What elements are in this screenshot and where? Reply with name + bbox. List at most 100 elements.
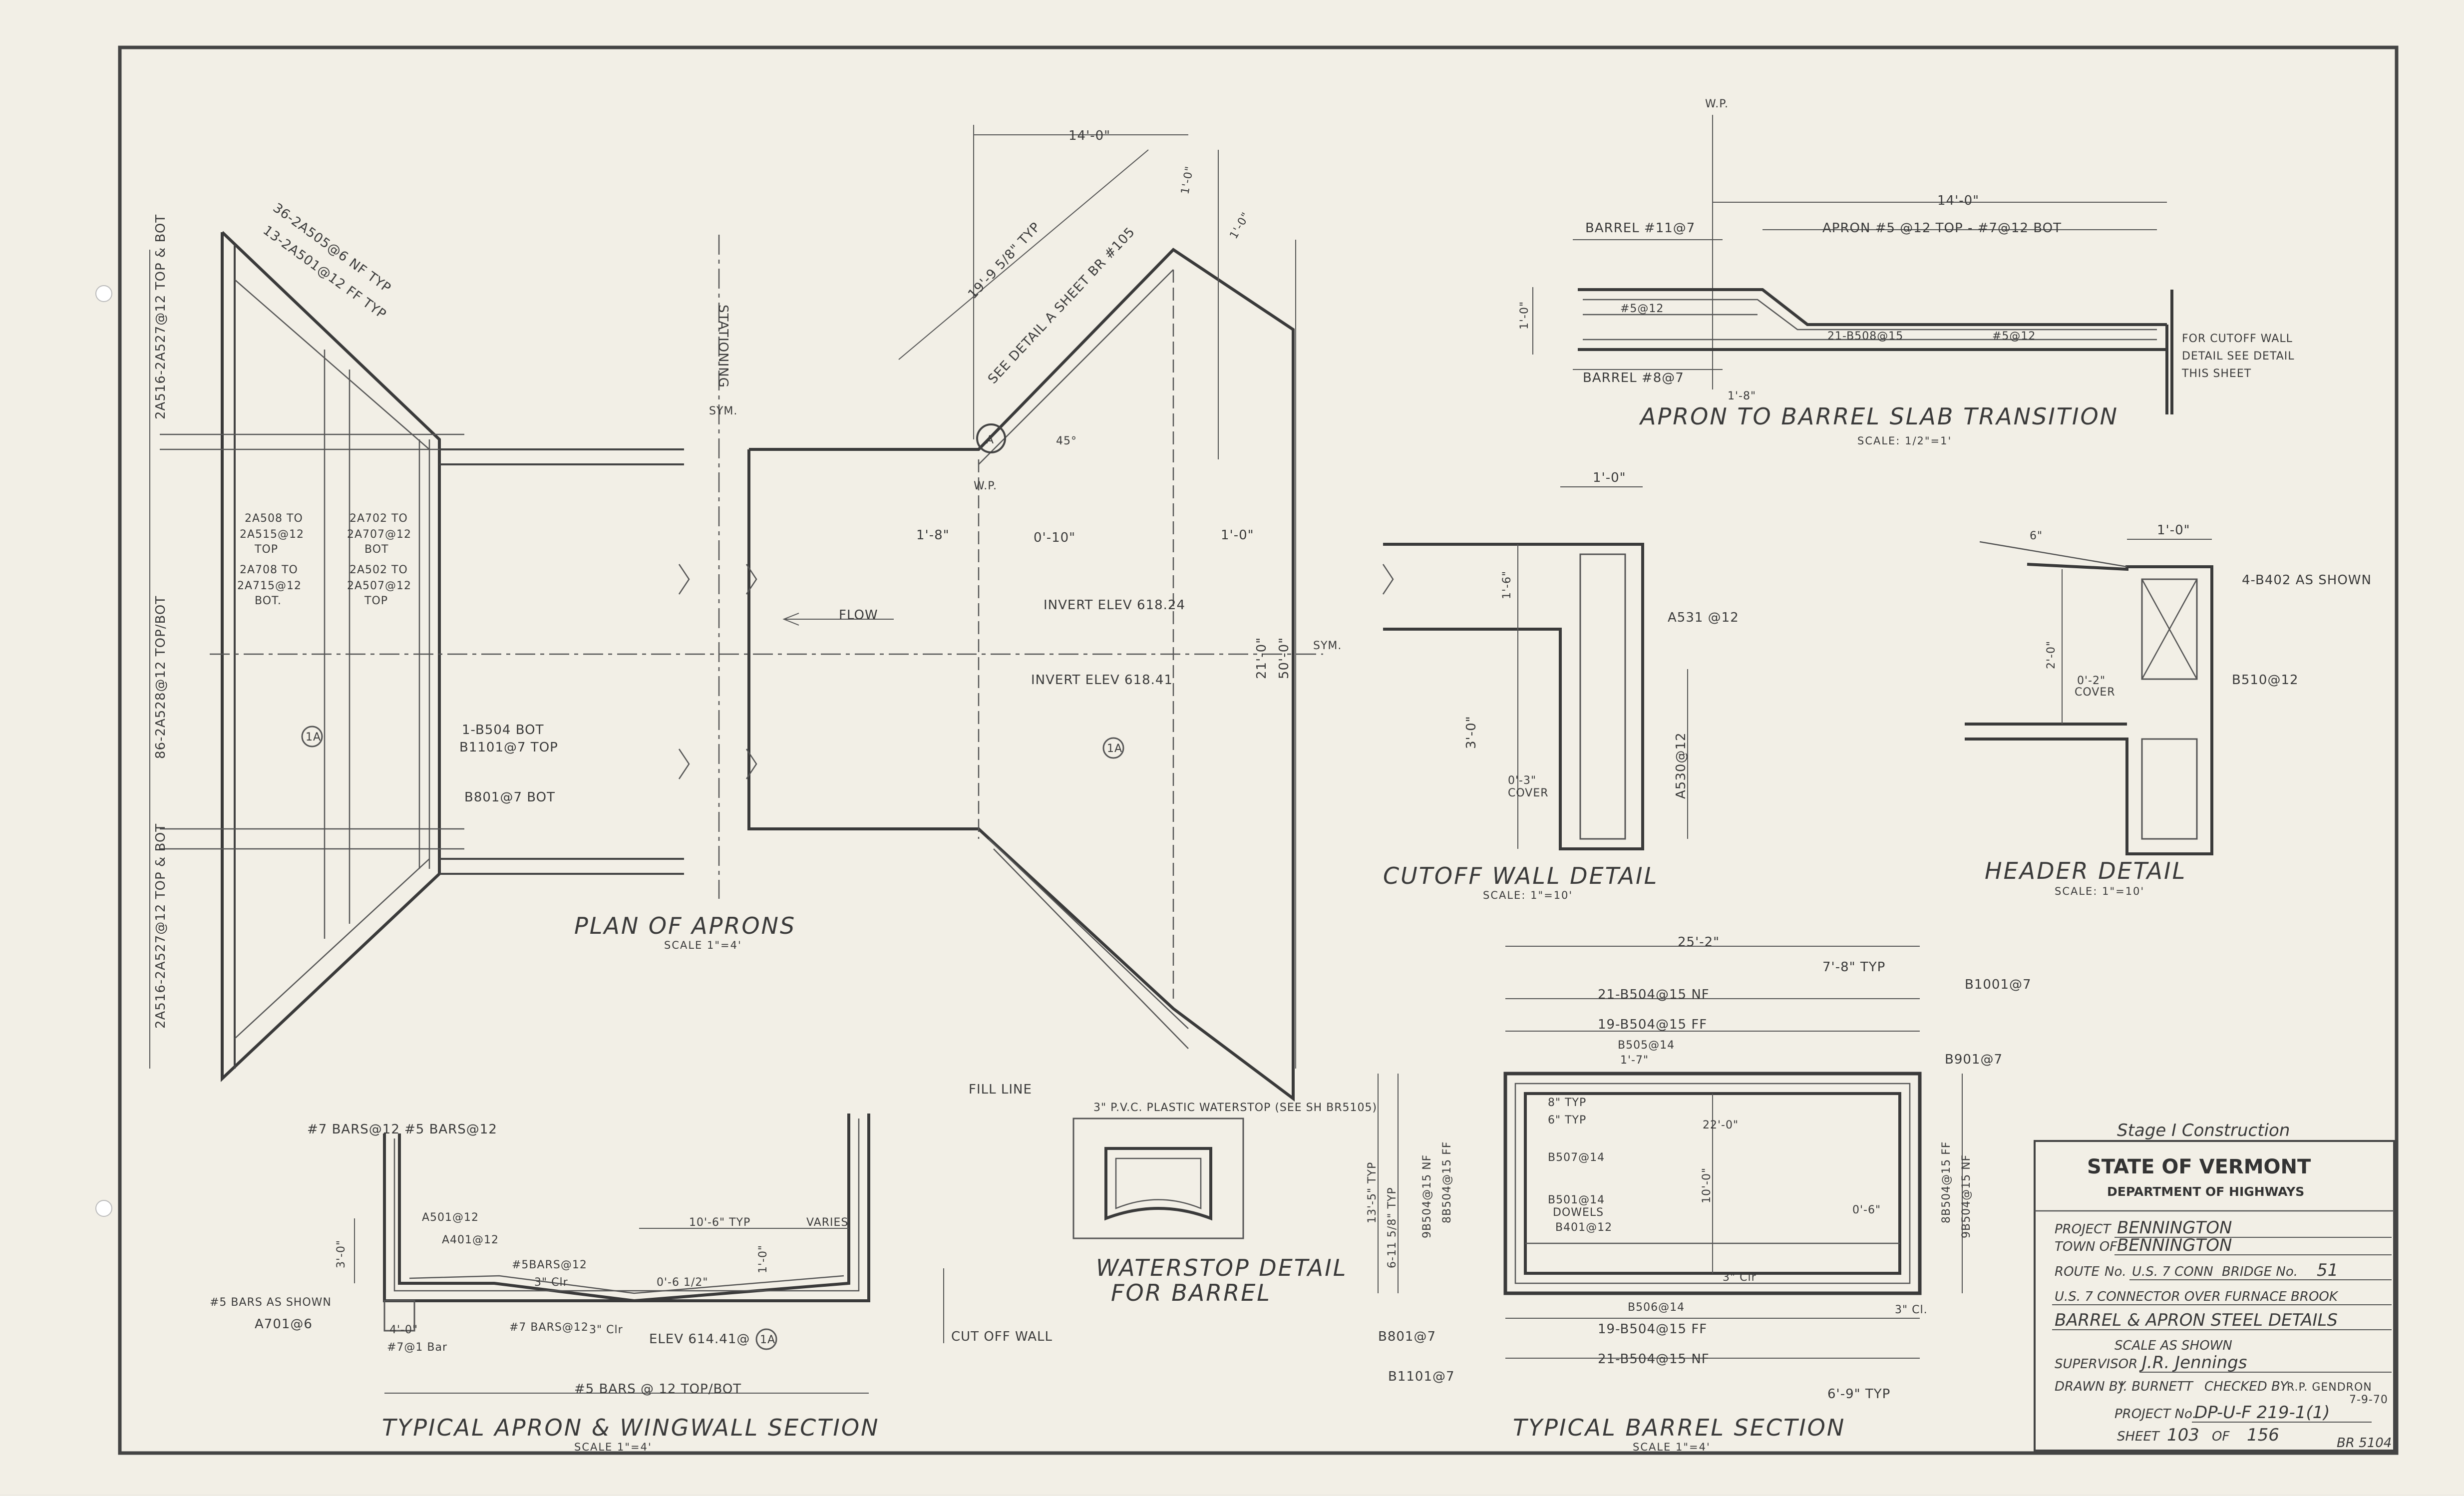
- barrel-dim-6-9: 6'-9" TYP: [1827, 1387, 1890, 1402]
- header-scale: SCALE: 1"=10': [2055, 885, 2144, 897]
- transition-apron-top: APRON #5 @12 TOP - #7@12 BOT: [1822, 221, 2062, 236]
- tb-supervisor-value: J.R. Jennings: [2139, 1353, 2247, 1373]
- plan-r3b: 2A715@12: [237, 580, 302, 592]
- plan-angle: 45°: [1056, 435, 1077, 447]
- plan-of-aprons: [149, 125, 1323, 1102]
- barrel-clr-small: 3" Cl.: [1895, 1304, 1928, 1316]
- plan-invert1: INVERT ELEV 618.24: [1044, 598, 1185, 613]
- tb-sheet-value: 103: [2167, 1425, 2199, 1445]
- apron-sec-mark-1a: 1A: [760, 1334, 775, 1346]
- plan-dim-1-0a: 1'-0": [1179, 165, 1196, 195]
- apron-sec-b7: #7 BARS@12: [307, 1122, 400, 1137]
- barrel-title: TYPICAL BARREL SECTION: [1513, 1414, 1845, 1441]
- cutoff-dim-1-0: 1'-0": [1593, 470, 1626, 485]
- transition-title: APRON TO BARREL SLAB TRANSITION: [1639, 403, 2118, 430]
- tb-drawn-value: J. BURNETT: [2117, 1379, 2194, 1394]
- header-dim-6: 6": [2030, 530, 2043, 542]
- transition-b508: 21-B508@15: [1827, 330, 1903, 343]
- waterstop-title-1: WATERSTOP DETAIL: [1096, 1254, 1347, 1281]
- header-b510: B510@12: [2232, 673, 2299, 688]
- plan-dim-14: 14'-0": [1068, 128, 1110, 143]
- plan-dim-0-10: 0'-10": [1034, 530, 1075, 545]
- barrel-b504nf-bot: 21-B504@15 NF: [1598, 1352, 1710, 1367]
- tb-project-value: BENNINGTON: [2117, 1218, 2232, 1238]
- transition-scale: SCALE: 1/2"=1': [1857, 435, 1952, 447]
- tb-drawing-title: BARREL & APRON STEEL DETAILS: [2055, 1310, 2338, 1330]
- cutoff-title: CUTOFF WALL DETAIL: [1383, 862, 1658, 889]
- apron-sec-a701-6: #7@1 Bar: [387, 1341, 447, 1354]
- barrel-left-v2: 6-11 5/8" TYP: [1386, 1187, 1399, 1268]
- tb-supervisor-label: SUPERVISOR: [2055, 1357, 2137, 1372]
- tb-sheet-total: 156: [2247, 1425, 2279, 1445]
- apron-sec-fill-line: FILL LINE: [969, 1082, 1032, 1097]
- cutoff-a530: A530@12: [1674, 733, 1689, 799]
- apron-sec-b5-as-shown: #5 BARS AS SHOWN: [210, 1296, 332, 1309]
- plan-r2a: 2A702 TO: [350, 512, 408, 525]
- tb-state: STATE OF VERMONT: [2087, 1155, 2311, 1178]
- apron-sec-title: TYPICAL APRON & WINGWALL SECTION: [382, 1414, 880, 1441]
- barrel-left-v4: 8B504@15 FF: [1441, 1141, 1453, 1223]
- plan-scale: SCALE 1"=4': [664, 939, 742, 951]
- plan-r1a: 2A508 TO: [245, 512, 303, 525]
- barrel-left-v3: 9B504@15 NF: [1421, 1154, 1433, 1238]
- cutoff-scale: SCALE: 1"=10': [1483, 889, 1573, 901]
- tb-route-label: ROUTE: [2055, 1264, 2100, 1279]
- plan-sym: SYM.: [709, 405, 737, 417]
- tb-date: 7-9-70: [2349, 1394, 2388, 1406]
- plan-r4a: 2A502 TO: [350, 564, 408, 576]
- header-title: HEADER DETAIL: [1985, 857, 2186, 884]
- plan-bot2: B1101@7 TOP: [459, 740, 558, 755]
- plan-left-bot-label: 2A516-2A527@12 TOP & BOT: [153, 823, 168, 1029]
- plan-mark-1a-right: 1A: [1107, 743, 1122, 755]
- barrel-b507: B507@14: [1548, 1151, 1605, 1164]
- tb-project-label: PROJECT: [2055, 1222, 2112, 1237]
- apron-sec-dim-10-6: 10'-6" TYP: [689, 1216, 750, 1229]
- barrel-dim-25-2: 25'-2": [1678, 935, 1720, 950]
- barrel-b901: B901@7: [1945, 1052, 2003, 1067]
- plan-r2b: 2A707@12: [347, 528, 411, 541]
- plan-title: PLAN OF APRONS: [574, 912, 796, 939]
- transition-wp: W.P.: [1705, 98, 1729, 110]
- tb-town-value: BENNINGTON: [2117, 1235, 2232, 1255]
- tb-route-no-label: No.: [2105, 1264, 2126, 1279]
- apron-sec-b5: #5 BARS@12: [404, 1122, 497, 1137]
- barrel-b1101: B1101@7: [1388, 1369, 1455, 1384]
- plan-r1c: TOP: [254, 543, 278, 556]
- cutoff-cover-2: COVER: [1508, 787, 1549, 799]
- apron-sec-b7-bot: #7 BARS@12: [509, 1321, 589, 1334]
- tb-sheet-label: SHEET: [2117, 1429, 2160, 1444]
- cutoff-cover-1: 0'-3": [1508, 774, 1536, 787]
- plan-dim-19: 19'-9 5/8" TYP: [965, 220, 1044, 302]
- waterstop-detail: 3" P.V.C. PLASTIC WATERSTOP (SEE SH BR51…: [1072, 1102, 1377, 1306]
- apron-transition-detail: W.P. 14'-0" BARREL #11@7 APRON #5 @12 TO…: [1518, 98, 2294, 447]
- punch-hole-bottom: [95, 1200, 112, 1217]
- apron-sec-dim-3-0: 3'-0": [335, 1240, 348, 1268]
- cutoff-dim-3-0: 3'-0": [1464, 716, 1479, 749]
- apron-sec-scale: SCALE 1"=4': [574, 1441, 652, 1453]
- header-dim-1-0: 1'-0": [2157, 523, 2190, 538]
- plan-mark-1a-left: 1A: [306, 731, 321, 744]
- apron-sec-a401: A401@12: [442, 1234, 499, 1246]
- barrel-b506: B506@14: [1628, 1301, 1685, 1314]
- transition-dim-14: 14'-0": [1937, 193, 1979, 208]
- apron-sec-dim-4-0: 4'-0": [389, 1324, 418, 1336]
- tb-town-label: TOWN OF: [2055, 1239, 2117, 1254]
- barrel-typ8: 8" TYP: [1548, 1097, 1586, 1109]
- apron-sec-varies: VARIES: [806, 1216, 848, 1229]
- tb-stage: Stage I Construction: [2117, 1121, 2290, 1140]
- transition-note-1: FOR CUTOFF WALL: [2182, 333, 2293, 345]
- barrel-b504ff-bot: 19-B504@15 FF: [1598, 1322, 1707, 1337]
- plan-left-mid-label: 86-2A528@12 TOP/BOT: [153, 596, 168, 759]
- barrel-right-v1: 8B504@15 FF: [1940, 1141, 1953, 1223]
- transition-barrel-bot: BARREL #8@7: [1583, 371, 1684, 385]
- barrel-dim-10-0: 10'-0": [1701, 1167, 1713, 1203]
- barrel-dowels: DOWELS: [1553, 1206, 1604, 1219]
- apron-sec-b5-bot: #5 BARS @ 12 TOP/BOT: [574, 1382, 741, 1397]
- barrel-b1001: B1001@7: [1965, 977, 2032, 992]
- apron-sec-clr3a: 3" Clr: [534, 1276, 568, 1289]
- plan-r4c: TOP: [364, 595, 388, 607]
- header-dim-2-0: 2'-0": [2045, 641, 2058, 669]
- tb-scale: SCALE AS SHOWN: [2114, 1338, 2232, 1353]
- tb-project-no-label: PROJECT No.: [2114, 1407, 2196, 1422]
